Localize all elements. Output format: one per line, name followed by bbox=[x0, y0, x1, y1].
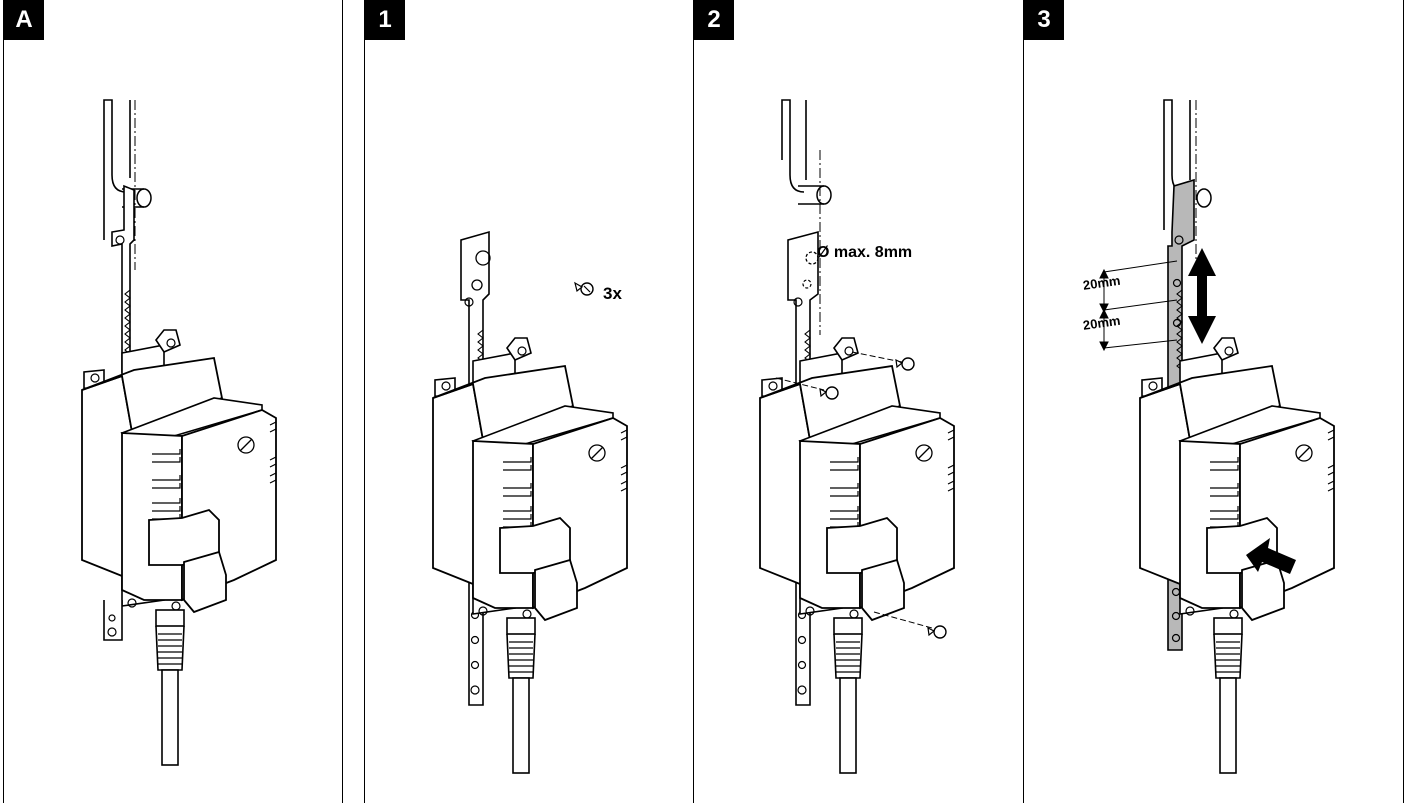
screw-icon bbox=[775, 351, 947, 639]
drive-illustration-2 bbox=[759, 99, 955, 774]
step-badge-a: A bbox=[4, 0, 44, 40]
push-arrow-icon bbox=[1246, 538, 1296, 574]
step-badge-3: 3 bbox=[1024, 0, 1064, 40]
step-badge-2: 2 bbox=[694, 0, 734, 40]
panel-1: 1 3x bbox=[364, 0, 694, 803]
drive-illustration-a bbox=[81, 99, 277, 766]
panel-2: 2 bbox=[694, 0, 1024, 803]
panel-3: 3 bbox=[1024, 0, 1404, 803]
drive-illustration-3 bbox=[1099, 99, 1335, 774]
screw-quantity-label: 3x bbox=[603, 284, 622, 303]
screw-icon bbox=[574, 281, 594, 296]
adjust-double-arrow-icon bbox=[1188, 248, 1216, 344]
diameter-note: Ø max. 8mm bbox=[817, 244, 913, 261]
step-badge-1: 1 bbox=[365, 0, 405, 40]
panel-a: A bbox=[3, 0, 343, 803]
drive-illustration-1 bbox=[432, 230, 628, 774]
